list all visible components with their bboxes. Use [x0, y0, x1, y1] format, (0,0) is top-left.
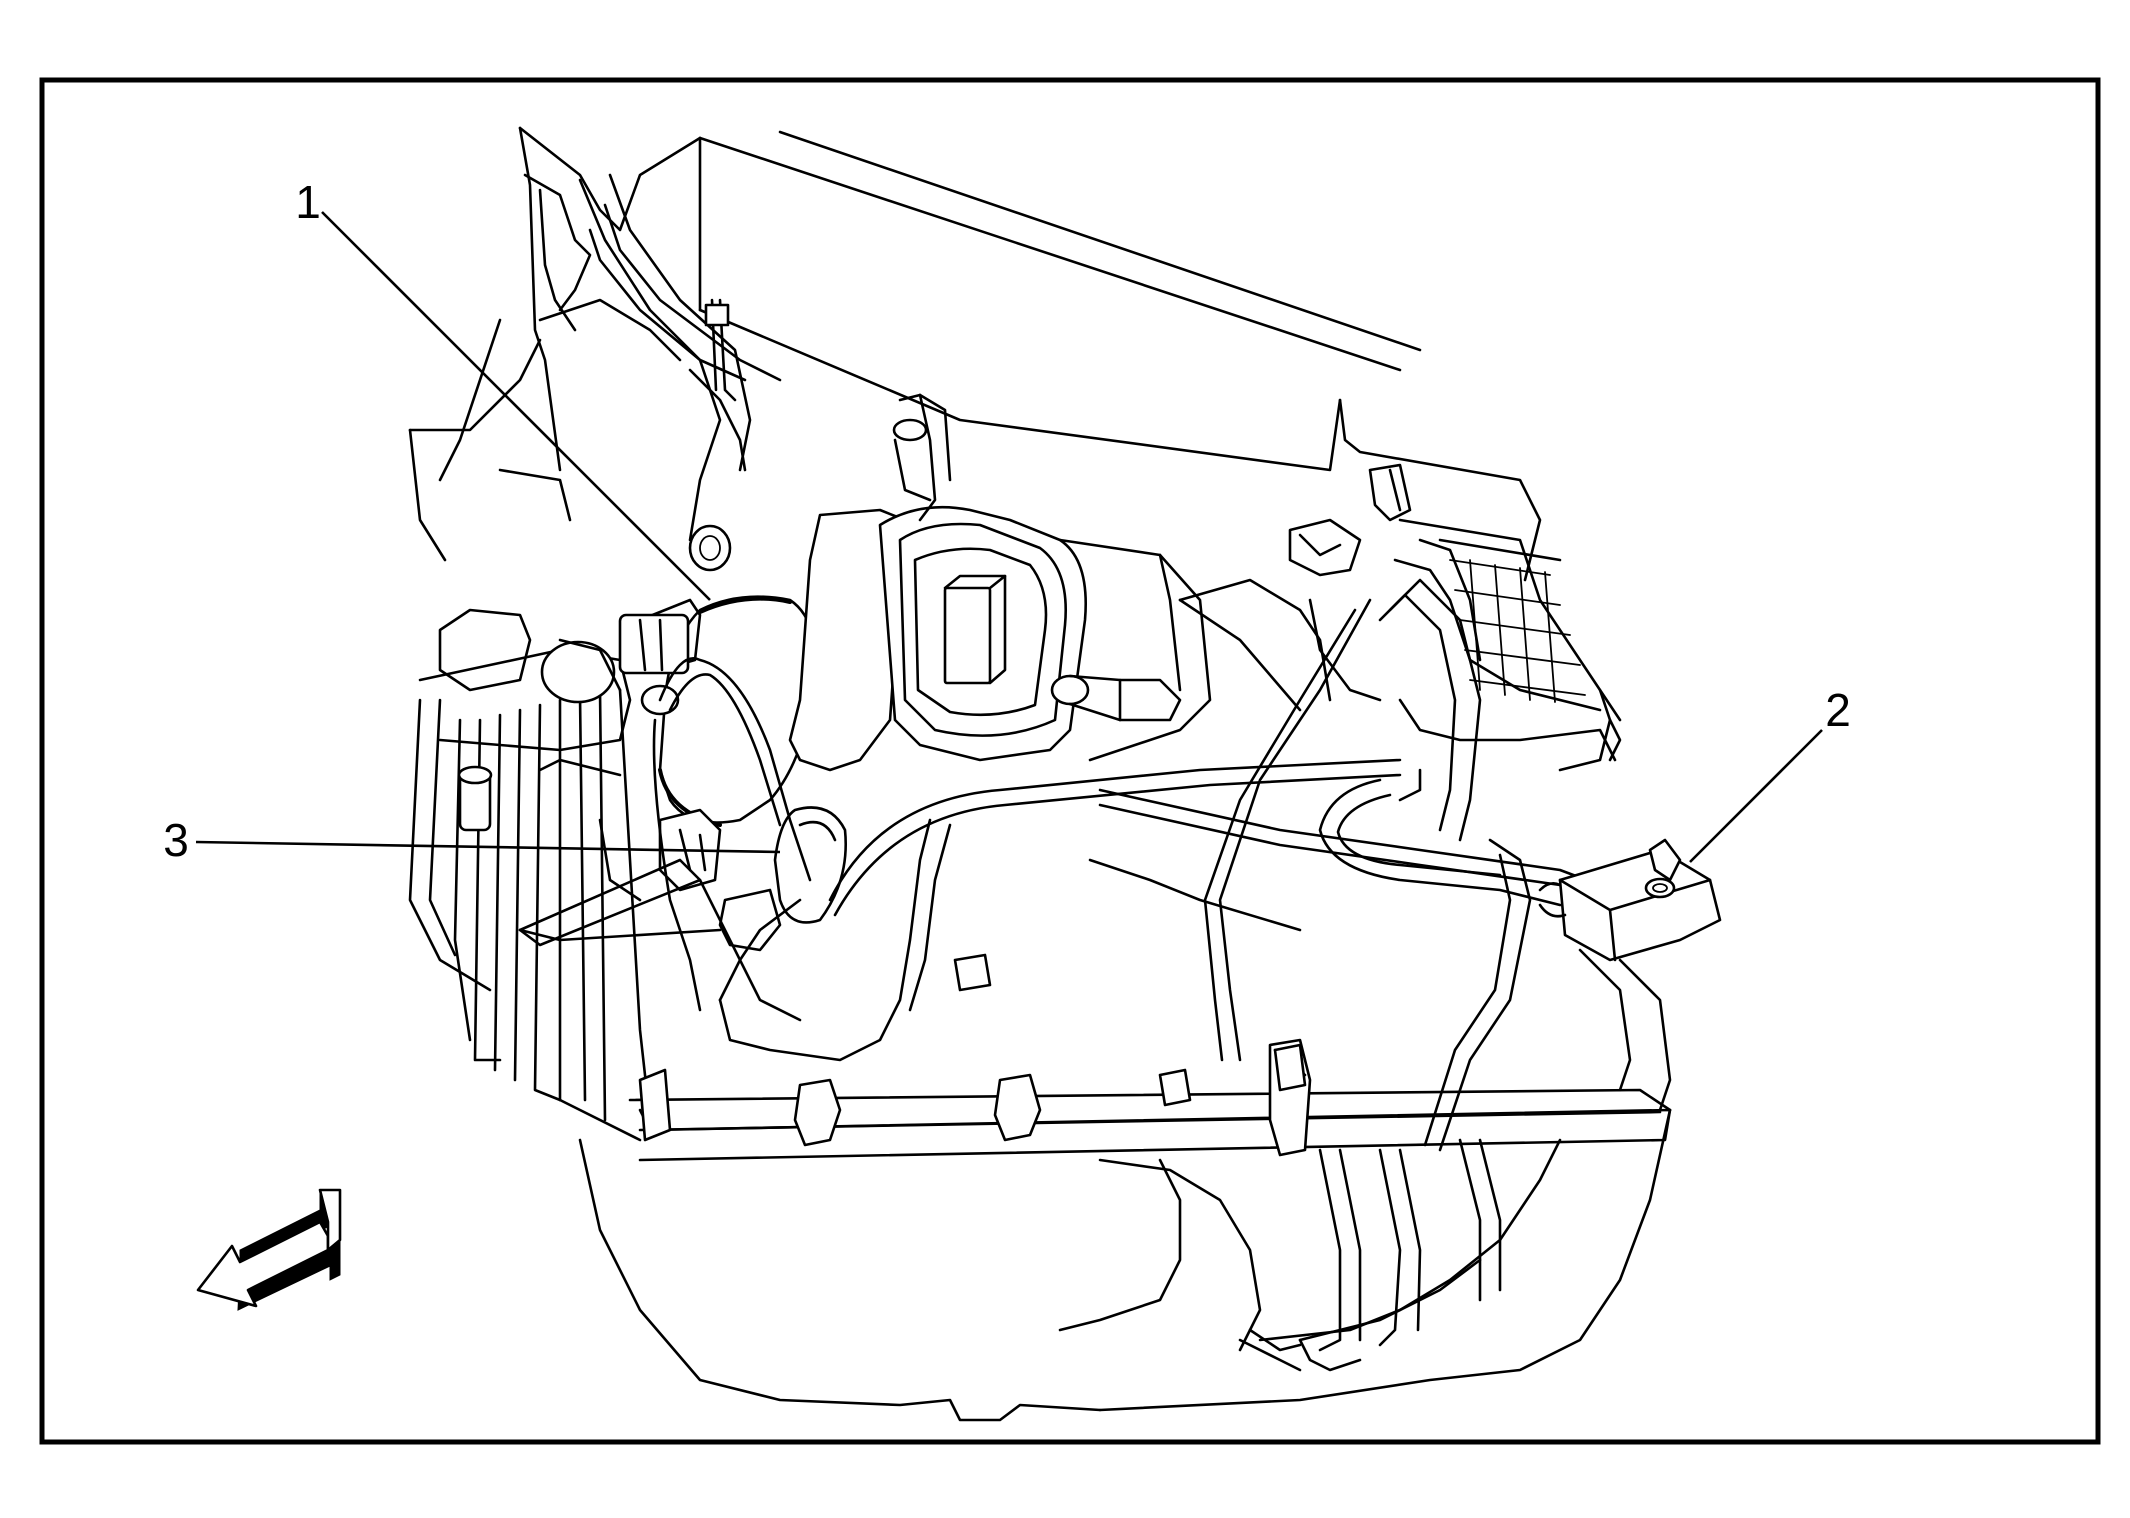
callout-leader-1 — [321, 211, 711, 601]
diagram-frame — [39, 77, 2101, 1445]
mount-bracket — [892, 393, 952, 522]
front-direction-arrow-icon — [196, 1188, 342, 1311]
callout-2: 2 — [1689, 684, 1851, 863]
callout-leader-2 — [1689, 729, 1823, 863]
callout-3: 3 — [163, 814, 781, 866]
harness-clips — [638, 953, 1312, 1157]
callout-1: 1 — [295, 176, 711, 601]
electrical-connector-2 — [1538, 838, 1722, 962]
callout-label-2: 2 — [1825, 684, 1851, 736]
central-plenum — [788, 505, 1332, 772]
left-hose — [578, 173, 752, 572]
callout-leader-3 — [195, 840, 781, 854]
upper-housing — [408, 126, 1542, 582]
actuator-motor-1 — [540, 595, 817, 827]
callout-label-3: 3 — [163, 814, 189, 866]
actuator-motor-3 — [658, 806, 847, 952]
right-housing — [1288, 463, 1622, 772]
lower-case — [578, 948, 1672, 1422]
lower-strut — [518, 858, 802, 1022]
callout-label-1: 1 — [295, 176, 321, 228]
blower-motor-area — [408, 608, 652, 1142]
